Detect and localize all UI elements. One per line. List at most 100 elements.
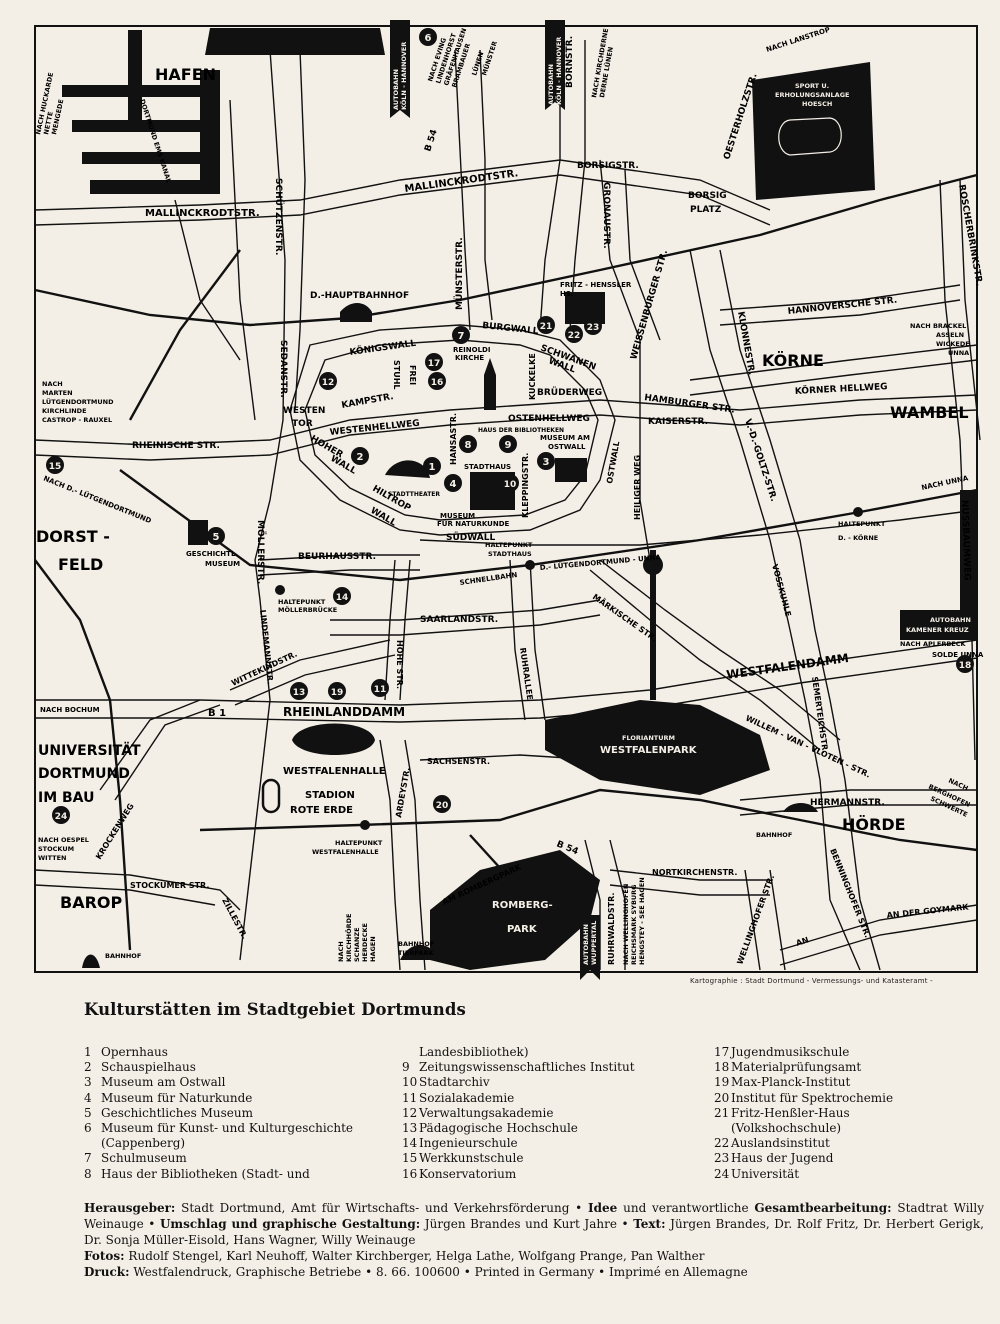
legend-item-number: 9 [402,1060,410,1075]
marker-6: 6 [419,28,437,46]
place-label: D. - KÖRNE [838,533,878,542]
direction-label: KÖLN - HANNOVER [399,42,408,110]
marker-19: 19 [328,682,346,700]
imprint-value: Stadt Dortmund, Amt für Wirtschafts- und… [175,1201,589,1215]
district-korne: KÖRNE [762,351,824,370]
street-label: FREI [408,365,417,385]
legend-item-number: 10 [402,1075,418,1090]
legend-item-number: 24 [714,1166,730,1181]
district-horde: HÖRDE [842,815,906,834]
district-hafen: HAFEN [155,65,216,84]
svg-text:3: 3 [543,457,550,468]
place-label: STADION [305,790,355,801]
legend-item-number: 3 [84,1075,92,1090]
legend-item-number: 4 [84,1090,92,1105]
legend-item-number: 22 [714,1136,730,1151]
svg-text:21: 21 [540,322,553,332]
direction-label: HENGSTEY - SEE HAGEN [638,877,646,965]
legend-item-text: Stadtarchiv [419,1075,490,1090]
svg-text:11: 11 [374,685,387,695]
imprint-value: Westfalendruck, Graphische Betriebe • 8.… [129,1265,748,1279]
direction-label: KÖLN - HANNOVER [554,37,563,105]
place-label: MÖLLERBRÜCKE [278,605,337,614]
direction-label: WUPPERTAL [590,921,598,965]
legend-item-text: Schulmuseum [101,1151,187,1166]
street-label: STOCKUMER STR. [130,881,209,890]
legend-item-number: 5 [84,1105,92,1120]
legend-item-text: Institut für Spektrochemie [731,1090,894,1105]
direction-label: KAMENER KREUZ [906,626,969,634]
legend-item-text: (Volkshochschule) [731,1121,842,1136]
svg-text:4: 4 [450,479,457,490]
svg-text:8: 8 [465,440,472,451]
westfalenpark [545,700,770,795]
legend-item-number: 21 [714,1105,730,1120]
street-label: NUSSBAUMWEG [959,500,972,581]
direction-label: NACH BRACKEL [910,322,966,330]
place-label: MUSEUM [440,512,475,520]
legend-item-text: Geschichtliches Museum [101,1105,253,1120]
place-label: FLORIANTURM [622,734,675,742]
direction-label: NACH APLERBECK [900,640,966,648]
map-credit: Kartographie : Stadt Dortmund - Vermessu… [690,977,933,985]
legend-item-text: Haus der Jugend [731,1151,834,1166]
legend-item-text: Landesbibliothek) [419,1045,529,1059]
place-label: HALTEPUNKT [838,520,886,528]
place-label: BAHNHOF [398,940,434,948]
legend-item-number [402,1045,419,1060]
street-label: KÖRNER HELLWEG [795,381,888,397]
marker-7: 7 [452,326,470,344]
street-label: SOLDE UNNA [932,651,984,659]
place-label: OSTWALL [548,443,586,451]
svg-text:7: 7 [458,331,465,342]
street-label: KLEPPINGSTR. [521,453,530,518]
svg-text:18: 18 [959,661,972,671]
legend-item-number: 8 [84,1166,92,1181]
marker-3: 3 [537,452,555,470]
street-label: NORTKIRCHENSTR. [652,868,737,877]
place-label: KIRCHE [455,354,484,362]
city-map: HAFEN KÖRNE WAMBEL DORST - FELD UNIVERSI… [34,20,984,980]
marker-21: 21 [537,316,555,334]
svg-text:6: 6 [425,33,432,44]
svg-text:10: 10 [504,480,517,490]
station-dots [275,507,863,830]
marker-15: 15 [46,456,64,474]
legend-item-text: Auslandsinstitut [731,1136,830,1151]
imprint-key: Gesamtbearbeitung: [754,1201,892,1215]
place-label: PARK [507,924,538,935]
legend-item: 7 Schulmuseum [84,1151,384,1166]
marker-24: 24 [52,806,70,824]
place-label: HALTEPUNKT [485,541,533,549]
place-label: FRITZ - HENSSLER [560,281,632,289]
legend-item-number: 7 [84,1151,92,1166]
marker-16: 16 [428,372,446,390]
district-dorstfeld: DORST - [36,527,110,546]
street-label: NACH BOCHUM [40,706,100,714]
street-label: HEILIGER WEG [633,455,642,520]
place-label: HS. [560,290,574,298]
harbour-basins [62,30,220,194]
place-label: STADTHAUS [464,463,511,471]
place-label: HALTEPUNKT [335,839,383,847]
svg-text:9: 9 [505,440,512,451]
district-barop: BAROP [60,893,123,912]
place-label: SPORT U. [795,82,829,90]
place-label: ERHOLUNGSANLAGE [775,91,849,99]
place-label: MUSEUM [205,560,240,568]
svg-text:23: 23 [587,323,600,333]
place-label: ROMBERG- [492,900,553,911]
street-label: HANSASTR. [449,413,458,465]
imprint-value: Stadtrat Willy Weinauge • [84,1201,985,1231]
legend-item-text: Ingenieurschule [419,1136,518,1151]
marker-14: 14 [333,587,351,605]
hauptbahnhof [340,303,372,322]
direction-label: MARTEN [42,389,73,397]
street-label: AN [795,935,810,948]
district-universitaet-2: DORTMUND [38,766,130,782]
